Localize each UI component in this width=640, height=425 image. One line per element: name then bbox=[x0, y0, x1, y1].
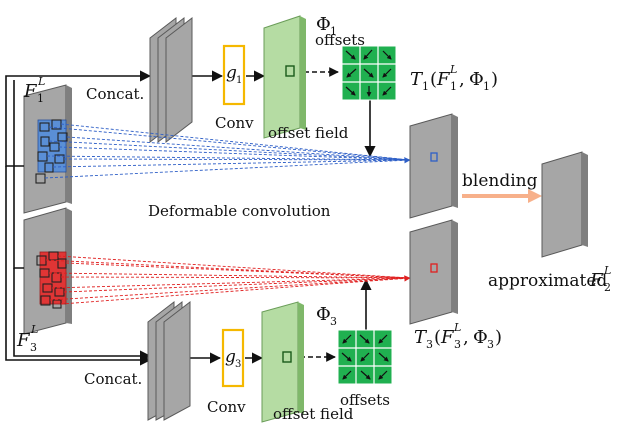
concat-stack-top bbox=[149, 16, 193, 144]
g1-symbol: g 1 bbox=[226, 63, 242, 86]
svg-text:F: F bbox=[589, 270, 604, 291]
svg-text:L: L bbox=[449, 63, 457, 76]
svg-text:L: L bbox=[30, 323, 38, 336]
svg-text:Φ: Φ bbox=[473, 327, 488, 348]
offsets-label-top: offsets bbox=[315, 31, 365, 49]
svg-text:T: T bbox=[414, 327, 428, 348]
svg-text:L: L bbox=[603, 264, 611, 277]
red-sampling-rays bbox=[45, 255, 411, 305]
conv-box-g1 bbox=[222, 44, 246, 106]
svg-text:T: T bbox=[410, 69, 424, 90]
phi3-symbol: Φ 3 bbox=[316, 304, 337, 328]
f2-symbol: F L 2 bbox=[589, 264, 611, 294]
offset-field-bottom bbox=[261, 301, 304, 423]
svg-text:3: 3 bbox=[487, 338, 494, 351]
svg-text:L: L bbox=[453, 321, 461, 334]
svg-text:(: ( bbox=[434, 327, 441, 348]
svg-text:Φ: Φ bbox=[469, 69, 484, 90]
offset-dashed-arrows bbox=[292, 67, 339, 362]
svg-text:1: 1 bbox=[450, 80, 457, 93]
offsets-grid-bottom bbox=[337, 329, 393, 385]
svg-text:Φ: Φ bbox=[316, 14, 331, 35]
blending-label: blending bbox=[462, 171, 538, 191]
blue-sampling-rays bbox=[44, 123, 411, 179]
feature-map-f3 bbox=[23, 207, 72, 335]
conv-box-g3 bbox=[221, 328, 245, 388]
phi1-symbol: Φ 1 bbox=[316, 14, 337, 38]
svg-text:1: 1 bbox=[236, 75, 242, 86]
svg-text:): ) bbox=[491, 69, 498, 90]
svg-text:1: 1 bbox=[483, 80, 490, 93]
feature-map-f1 bbox=[23, 84, 72, 214]
svg-text:3: 3 bbox=[30, 341, 37, 354]
offsets-grid-top bbox=[341, 45, 397, 101]
svg-text:g: g bbox=[226, 63, 237, 83]
aligned-map-t1 bbox=[409, 113, 458, 219]
blending-arrow bbox=[462, 189, 542, 203]
g3-symbol: g 3 bbox=[225, 347, 241, 370]
svg-text:F: F bbox=[440, 327, 455, 348]
concat-stack-bottom bbox=[147, 300, 191, 421]
svg-text:F: F bbox=[436, 69, 451, 90]
conv-label-bottom: Conv bbox=[207, 398, 246, 416]
f1-symbol: F L 1 bbox=[23, 75, 45, 105]
deformable-convolution-label: Deformable convolution bbox=[148, 202, 331, 220]
svg-text:3: 3 bbox=[426, 338, 433, 351]
offset-field-label-bottom: offset field bbox=[273, 405, 354, 423]
concat-label-top: Concat. bbox=[86, 85, 144, 103]
conv-label-top: Conv bbox=[215, 114, 254, 132]
svg-text:g: g bbox=[225, 347, 236, 367]
svg-text:1: 1 bbox=[422, 80, 429, 93]
svg-text:3: 3 bbox=[330, 315, 337, 328]
svg-text:F: F bbox=[23, 81, 38, 102]
svg-text:3: 3 bbox=[235, 359, 241, 370]
svg-text:,: , bbox=[459, 69, 465, 90]
aligned-map-t3 bbox=[409, 219, 458, 325]
svg-text:1: 1 bbox=[37, 92, 44, 105]
svg-text:,: , bbox=[463, 327, 469, 348]
offset-field-label-top: offset field bbox=[268, 124, 349, 142]
t1-expression: T 1 ( F L 1 , Φ 1 ) bbox=[410, 63, 498, 93]
approximated-map-f2 bbox=[541, 151, 588, 258]
svg-text:2: 2 bbox=[604, 281, 611, 294]
offset-field-top bbox=[263, 15, 306, 139]
svg-text:(: ( bbox=[430, 69, 437, 90]
svg-text:3: 3 bbox=[454, 338, 461, 351]
svg-text:): ) bbox=[495, 327, 502, 348]
t3-expression: T 3 ( F L 3 , Φ 3 ) bbox=[414, 321, 502, 351]
svg-text:Φ: Φ bbox=[316, 304, 331, 325]
svg-text:1: 1 bbox=[330, 25, 337, 38]
offsets-label-bottom: offsets bbox=[340, 391, 390, 409]
concat-label-bottom: Concat. bbox=[84, 370, 142, 388]
connector-lines bbox=[5, 70, 376, 366]
svg-text:L: L bbox=[37, 75, 45, 88]
f3-symbol: F L 3 bbox=[16, 323, 38, 354]
svg-text:F: F bbox=[16, 330, 31, 351]
approximated-label: approximated bbox=[488, 271, 607, 291]
